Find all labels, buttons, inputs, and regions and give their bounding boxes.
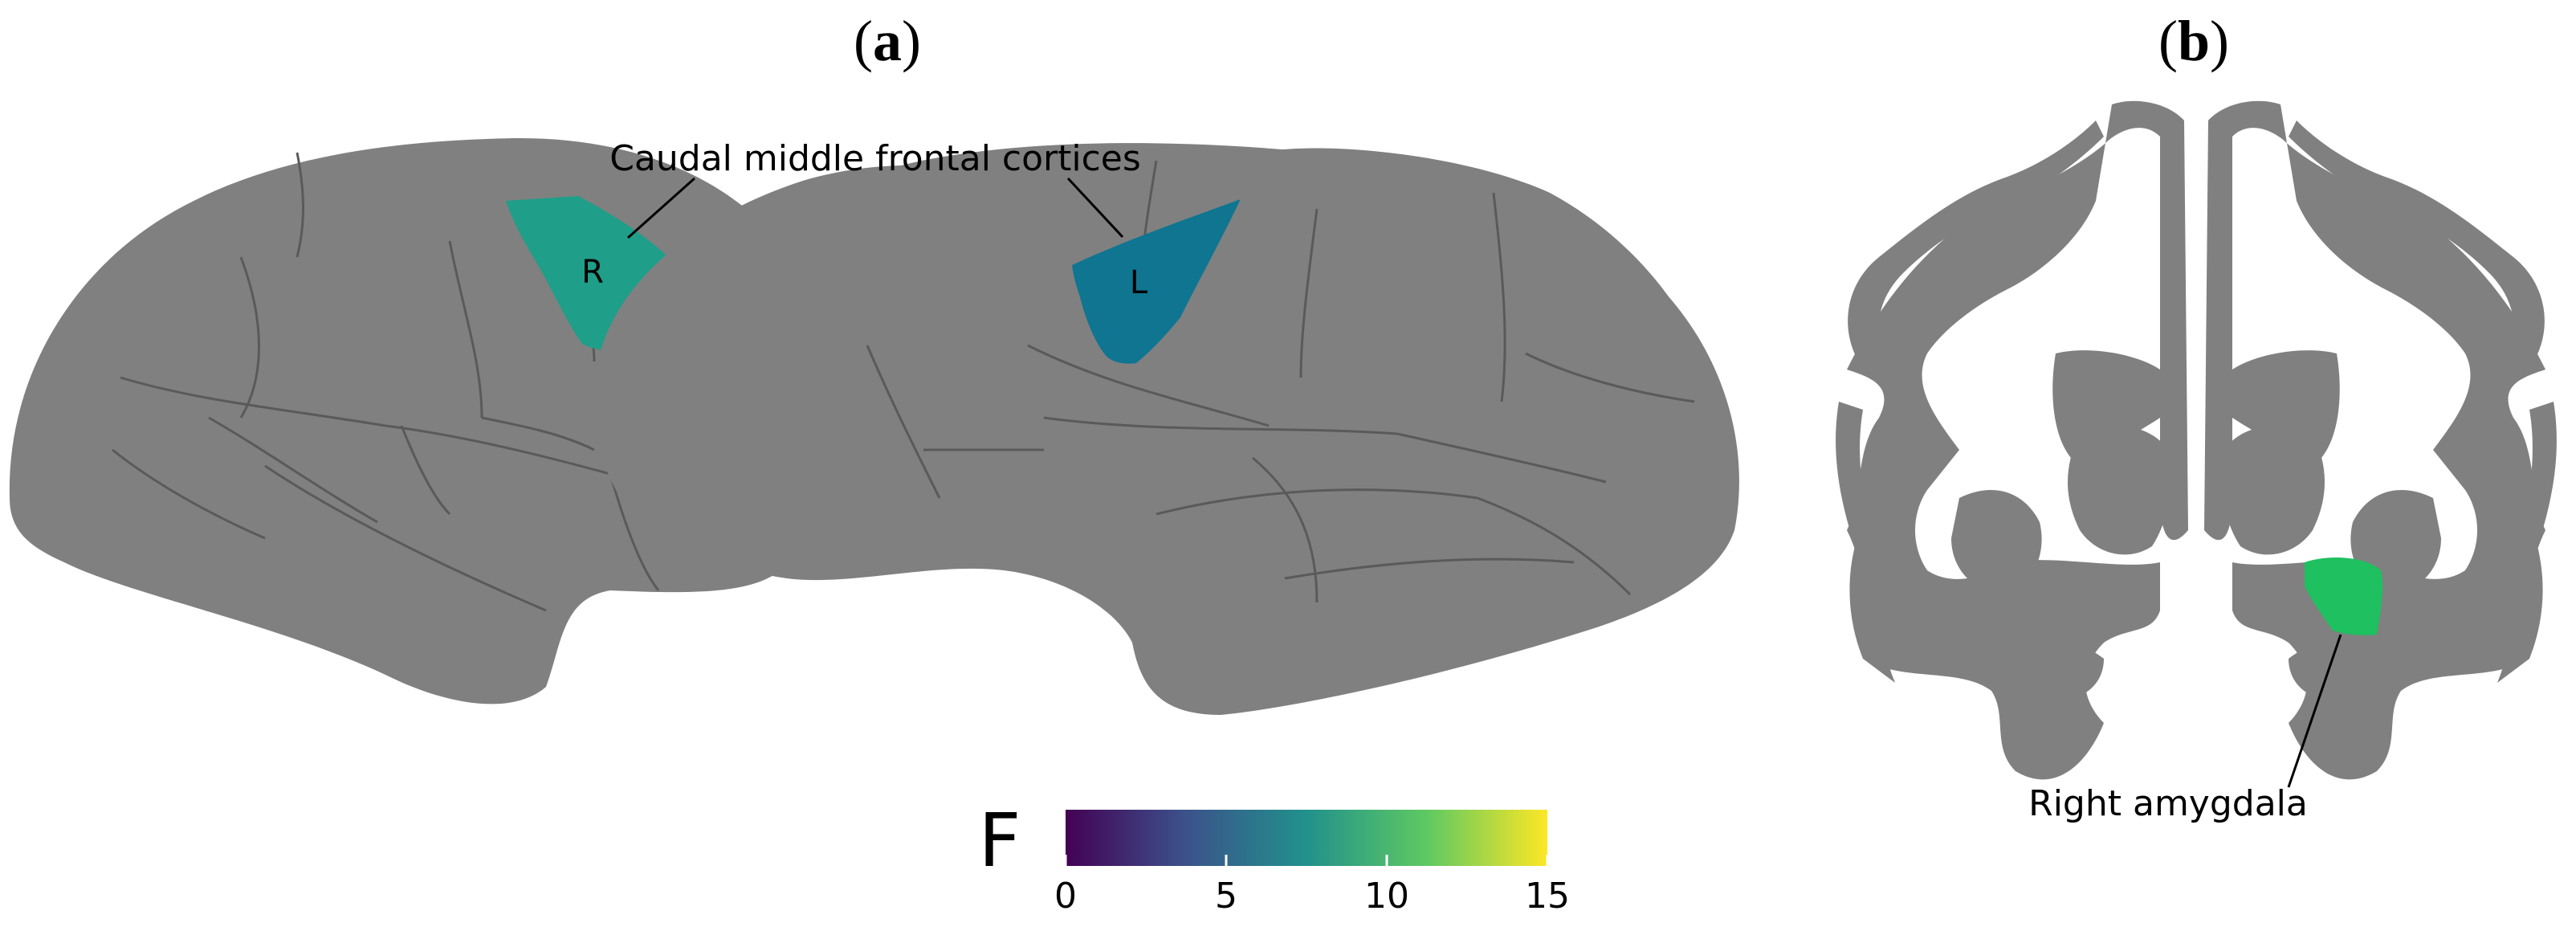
colorbar-tick-label: 10: [1364, 876, 1409, 917]
right-hemi-marker: R: [581, 254, 604, 291]
coronal-brain-slice: [1836, 100, 2557, 780]
colorbar-tick-label: 5: [1215, 876, 1237, 917]
colorbar-title: F: [979, 798, 1021, 884]
cortex-leader-right: [627, 177, 695, 239]
left-caudal-middle-frontal-region: L: [1072, 199, 1241, 364]
colorbar-tick-label: 0: [1054, 876, 1077, 917]
cortex-label: Caudal middle frontal cortices: [609, 138, 1141, 179]
colorbar-tick-label: 15: [1525, 876, 1570, 917]
panel-label-b: (b): [2158, 9, 2229, 73]
cortex-leader-left: [1066, 177, 1124, 239]
amygdala-leader: [2287, 634, 2342, 788]
colorbar: F 0 5 10 15: [979, 798, 1570, 917]
amygdala-label: Right amygdala: [2028, 783, 2308, 824]
right-amygdala-region: [2305, 557, 2383, 635]
panel-label-a: (a): [854, 9, 921, 73]
left-hemisphere-surface: [593, 143, 1739, 715]
colorbar-gradient: [1066, 810, 1547, 866]
left-hemi-marker: L: [1130, 264, 1148, 301]
